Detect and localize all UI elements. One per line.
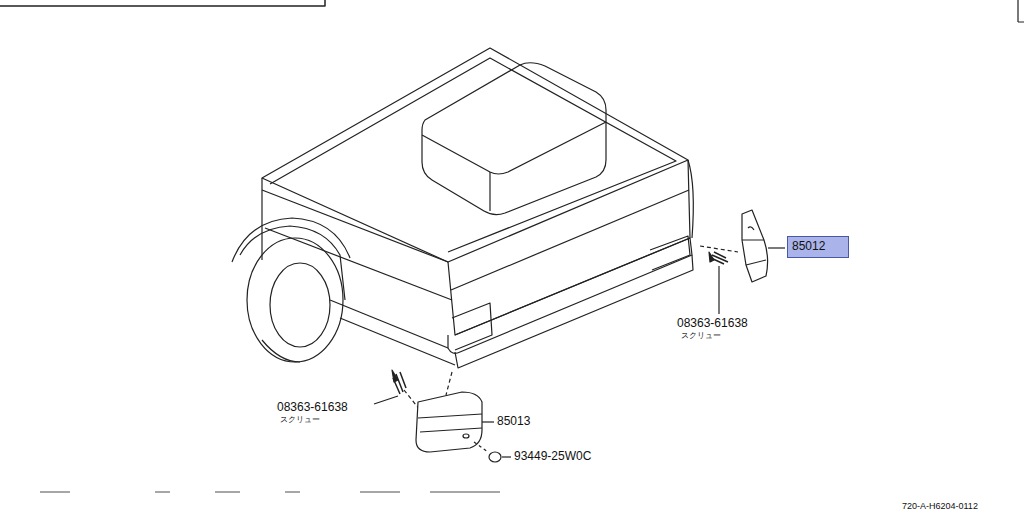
part-name: スクリュー — [681, 332, 721, 341]
part-number: 93449-25W0C — [514, 450, 591, 463]
part-number: 85013 — [497, 415, 530, 428]
part-number: 08363-61638 — [277, 401, 348, 414]
part-number: 08363-61638 — [677, 317, 748, 330]
reference-code: 720-A-H6204-0112 — [902, 502, 978, 512]
highlight-box: 85012 — [787, 236, 849, 258]
part-number: 85012 — [792, 240, 844, 253]
part-name: スクリュー — [280, 416, 320, 425]
